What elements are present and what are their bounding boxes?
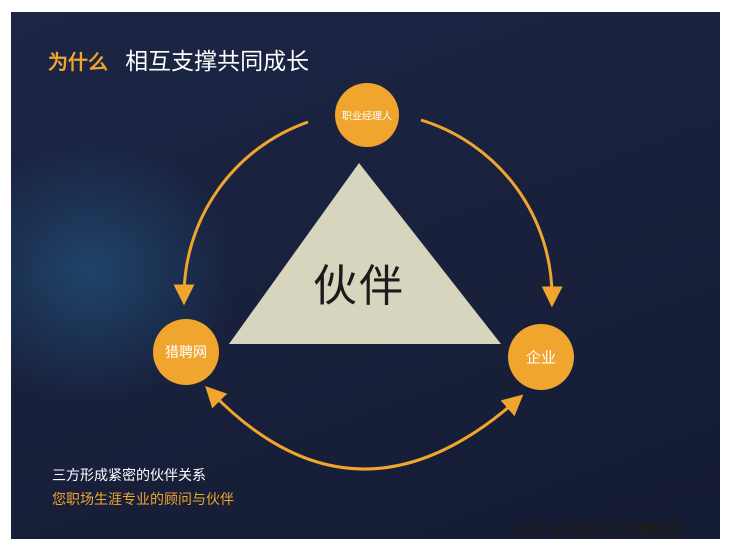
slide-title: 为什么 相互支撑共同成长 bbox=[48, 42, 309, 76]
node-label-left: 猎聘网 bbox=[165, 345, 207, 361]
partner-triangle bbox=[229, 163, 501, 344]
partnership-diagram bbox=[153, 83, 574, 471]
cycle-arc-top-right bbox=[420, 118, 563, 308]
watermark-text: 头条 @品牌设计师曹骏彤 bbox=[513, 521, 684, 539]
node-circle-left bbox=[153, 319, 219, 385]
slide: 为什么 相互支撑共同成长 伙伴 职业经理人 猎聘网 企业 三方形成紧密的伙伴关系… bbox=[11, 12, 720, 539]
node-circle-top bbox=[335, 83, 399, 147]
node-circle-right bbox=[508, 324, 574, 390]
node-label-top: 职业经理人 bbox=[342, 111, 392, 123]
caption-line-2: 您职场生涯专业的顾问与伙伴 bbox=[52, 492, 234, 508]
caption-line-1: 三方形成紧密的伙伴关系 bbox=[52, 468, 206, 484]
center-label: 伙伴 bbox=[313, 261, 405, 312]
node-label-right: 企业 bbox=[525, 348, 557, 367]
cycle-arc-top-left bbox=[173, 120, 309, 306]
cycle-arc-bottom bbox=[205, 385, 524, 471]
title-lead: 为什么 bbox=[48, 50, 108, 74]
title-main: 相互支撑共同成长 bbox=[125, 49, 310, 75]
